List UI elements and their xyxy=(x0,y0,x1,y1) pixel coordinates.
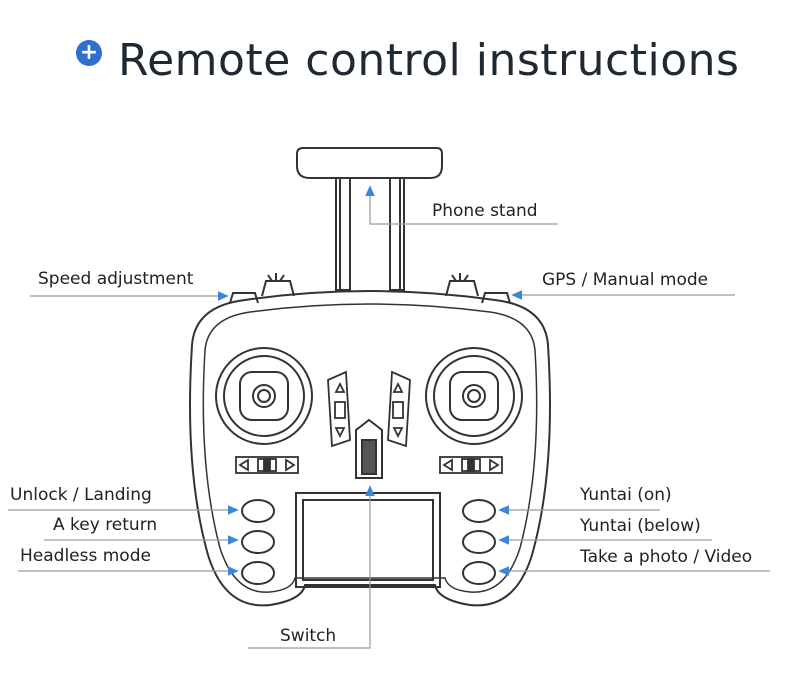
right-vertical-trim xyxy=(387,370,411,448)
left-horizontal-trim xyxy=(235,456,299,474)
unlock-landing-button xyxy=(241,499,275,523)
phone-stand xyxy=(296,147,443,291)
center-switch xyxy=(355,418,383,479)
left-joystick xyxy=(215,347,313,445)
yuntai-on-button xyxy=(462,499,496,523)
photo-video-button xyxy=(462,561,496,585)
right-joystick xyxy=(425,347,523,445)
switch-leader xyxy=(248,485,375,649)
phone-stand-leader xyxy=(365,185,558,225)
plus-circle-icon: + xyxy=(76,40,102,66)
key-return-button xyxy=(241,530,275,554)
right-horizontal-trim xyxy=(439,456,503,474)
left-vertical-trim xyxy=(327,370,351,448)
gps-dial-right xyxy=(445,280,479,297)
label-switch: Switch xyxy=(280,626,336,646)
page-title-block: + Remote control instructions xyxy=(76,30,739,90)
label-photo-video: Take a photo / Video xyxy=(579,547,752,567)
label-unlock-landing: Unlock / Landing xyxy=(10,485,152,505)
controller-body xyxy=(189,290,551,607)
lcd-screen xyxy=(295,492,441,588)
label-key-return: A key return xyxy=(53,515,157,535)
page-title: Remote control instructions xyxy=(118,34,740,86)
label-yuntai-below: Yuntai (below) xyxy=(579,516,701,536)
speed-dial-left xyxy=(261,280,295,297)
label-speed-adjustment: Speed adjustment xyxy=(38,269,194,289)
label-yuntai-on: Yuntai (on) xyxy=(579,485,672,505)
label-headless-mode: Headless mode xyxy=(20,546,151,566)
yuntai-below-button xyxy=(462,530,496,554)
label-gps-manual: GPS / Manual mode xyxy=(542,270,708,290)
label-phone-stand: Phone stand xyxy=(432,201,538,221)
headless-mode-button xyxy=(241,561,275,585)
